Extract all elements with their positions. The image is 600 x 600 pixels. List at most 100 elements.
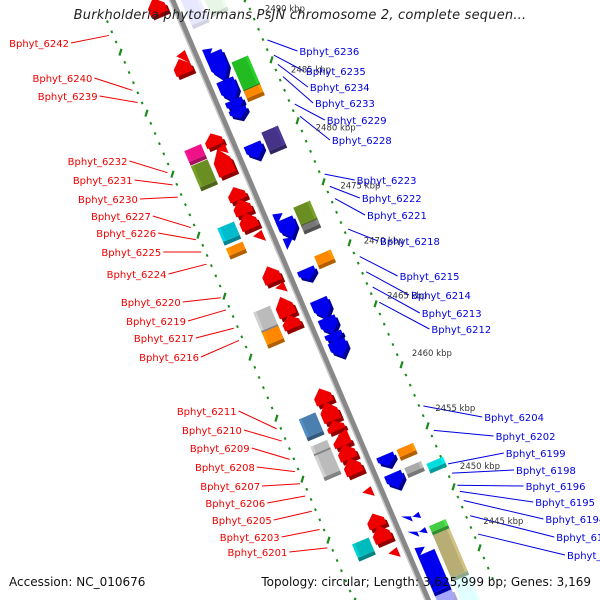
- gene-feature[interactable]: [451, 570, 482, 600]
- gene-feature[interactable]: [372, 525, 396, 549]
- gene-feature[interactable]: [225, 241, 248, 260]
- gene-label-right[interactable]: Bphyt_6192: [567, 551, 600, 562]
- gene-feature[interactable]: [239, 212, 263, 236]
- gene-feature[interactable]: [338, 444, 361, 466]
- gene-feature[interactable]: [228, 187, 251, 207]
- gene-label-right[interactable]: Bphyt_6228: [332, 136, 392, 147]
- gene-label-right[interactable]: Bphyt_6229: [327, 116, 387, 127]
- gene-feature[interactable]: [367, 513, 390, 534]
- gene-label-right[interactable]: Bphyt_6234: [310, 83, 370, 94]
- gene-feature[interactable]: [314, 249, 337, 270]
- gene-label-right[interactable]: Bphyt_6221: [367, 211, 427, 222]
- gene-feature[interactable]: [298, 412, 325, 442]
- gene-feature[interactable]: [407, 527, 428, 537]
- gene-feature[interactable]: [296, 265, 319, 283]
- gene-feature[interactable]: [184, 144, 208, 166]
- gene-feature[interactable]: [179, 0, 210, 30]
- gene-label-right[interactable]: Bphyt_6212: [431, 325, 491, 336]
- gene-feature[interactable]: [190, 159, 219, 192]
- gene-label-right[interactable]: Bphyt_6193: [556, 533, 600, 544]
- gene-label-left[interactable]: Bphyt_6216: [139, 353, 199, 364]
- gene-feature[interactable]: [400, 511, 422, 522]
- gene-feature[interactable]: [272, 212, 283, 226]
- gene-label-right[interactable]: Bphyt_6222: [362, 194, 422, 205]
- gene-label-left[interactable]: Bphyt_6208: [195, 463, 255, 474]
- gene-label-right[interactable]: Bphyt_6236: [299, 47, 359, 58]
- gene-feature[interactable]: [275, 215, 300, 241]
- gene-label-right[interactable]: Bphyt_6202: [496, 432, 556, 443]
- gene-feature[interactable]: [428, 519, 450, 536]
- gene-feature[interactable]: [293, 200, 319, 229]
- gene-label-left[interactable]: Bphyt_6205: [212, 516, 272, 527]
- gene-feature[interactable]: [432, 528, 470, 582]
- gene-feature[interactable]: [253, 229, 267, 241]
- gene-label-right[interactable]: Bphyt_6195: [535, 498, 595, 509]
- gene-feature[interactable]: [352, 537, 376, 562]
- gene-feature[interactable]: [333, 434, 355, 453]
- gene-label-left[interactable]: Bphyt_6226: [96, 229, 156, 240]
- gene-feature[interactable]: [275, 281, 288, 292]
- gene-label-left[interactable]: Bphyt_6231: [73, 176, 133, 187]
- gene-label-left[interactable]: Bphyt_6211: [177, 407, 237, 418]
- gene-label-right[interactable]: Bphyt_6218: [380, 237, 440, 248]
- gene-feature[interactable]: [327, 420, 349, 438]
- gene-label-left[interactable]: Bphyt_6203: [220, 533, 280, 544]
- gene-feature[interactable]: [426, 456, 448, 474]
- gene-feature[interactable]: [404, 461, 426, 478]
- gene-label-right[interactable]: Bphyt_6199: [506, 449, 566, 460]
- gene-feature[interactable]: [262, 266, 286, 289]
- gene-label-right[interactable]: Bphyt_6215: [400, 272, 460, 283]
- gene-feature[interactable]: [173, 59, 197, 81]
- gene-label-right[interactable]: Bphyt_6198: [516, 466, 576, 477]
- gene-label-right[interactable]: Bphyt_6235: [306, 67, 366, 78]
- gene-feature[interactable]: [216, 76, 241, 105]
- gene-feature[interactable]: [243, 84, 265, 103]
- gene-feature[interactable]: [198, 0, 229, 18]
- gene-feature[interactable]: [301, 218, 322, 235]
- gene-label-left[interactable]: Bphyt_6206: [205, 499, 265, 510]
- gene-feature[interactable]: [261, 325, 286, 349]
- gene-feature[interactable]: [282, 315, 305, 335]
- gene-label-left[interactable]: Bphyt_6219: [126, 317, 186, 328]
- gene-label-left[interactable]: Bphyt_6217: [134, 334, 194, 345]
- gene-label-right[interactable]: Bphyt_6233: [315, 99, 375, 110]
- gene-label-right[interactable]: Bphyt_6223: [357, 176, 417, 187]
- gene-feature[interactable]: [376, 451, 398, 469]
- gene-label-left[interactable]: Bphyt_6224: [107, 270, 167, 281]
- gene-label-right[interactable]: Bphyt_6214: [411, 291, 471, 302]
- gene-feature[interactable]: [213, 149, 240, 181]
- gene-label-left[interactable]: Bphyt_6240: [33, 74, 93, 85]
- gene-label-left[interactable]: Bphyt_6239: [38, 92, 98, 103]
- gene-feature[interactable]: [275, 296, 300, 323]
- gene-feature[interactable]: [243, 140, 267, 162]
- gene-label-right[interactable]: Bphyt_6194: [545, 515, 600, 526]
- gene-feature[interactable]: [384, 469, 407, 491]
- gene-label-right[interactable]: Bphyt_6213: [422, 309, 482, 320]
- gene-label-left[interactable]: Bphyt_6209: [190, 444, 250, 455]
- gene-feature[interactable]: [434, 588, 458, 600]
- gene-label-right[interactable]: Bphyt_6196: [526, 482, 586, 493]
- gene-label-left[interactable]: Bphyt_6220: [121, 298, 181, 309]
- gene-feature[interactable]: [216, 143, 229, 154]
- gene-feature[interactable]: [205, 133, 228, 153]
- gene-label-left[interactable]: Bphyt_6207: [200, 482, 260, 493]
- gene-feature[interactable]: [147, 0, 171, 21]
- gene-feature[interactable]: [282, 237, 294, 250]
- gene-feature[interactable]: [253, 305, 280, 335]
- gene-label-right[interactable]: Bphyt_6204: [484, 413, 544, 424]
- gene-feature[interactable]: [314, 449, 342, 482]
- gene-label-left[interactable]: Bphyt_6242: [9, 39, 69, 50]
- gene-feature[interactable]: [228, 104, 250, 122]
- gene-feature[interactable]: [388, 547, 401, 557]
- gene-feature[interactable]: [343, 457, 367, 481]
- gene-label-left[interactable]: Bphyt_6227: [91, 212, 151, 223]
- gene-feature[interactable]: [327, 337, 351, 360]
- gene-feature[interactable]: [233, 199, 257, 221]
- gene-feature[interactable]: [217, 221, 242, 246]
- gene-label-left[interactable]: Bphyt_6201: [228, 548, 288, 559]
- gene-label-left[interactable]: Bphyt_6225: [101, 248, 161, 259]
- gene-feature[interactable]: [176, 49, 191, 64]
- gene-feature[interactable]: [414, 546, 425, 558]
- gene-label-left[interactable]: Bphyt_6230: [78, 195, 138, 206]
